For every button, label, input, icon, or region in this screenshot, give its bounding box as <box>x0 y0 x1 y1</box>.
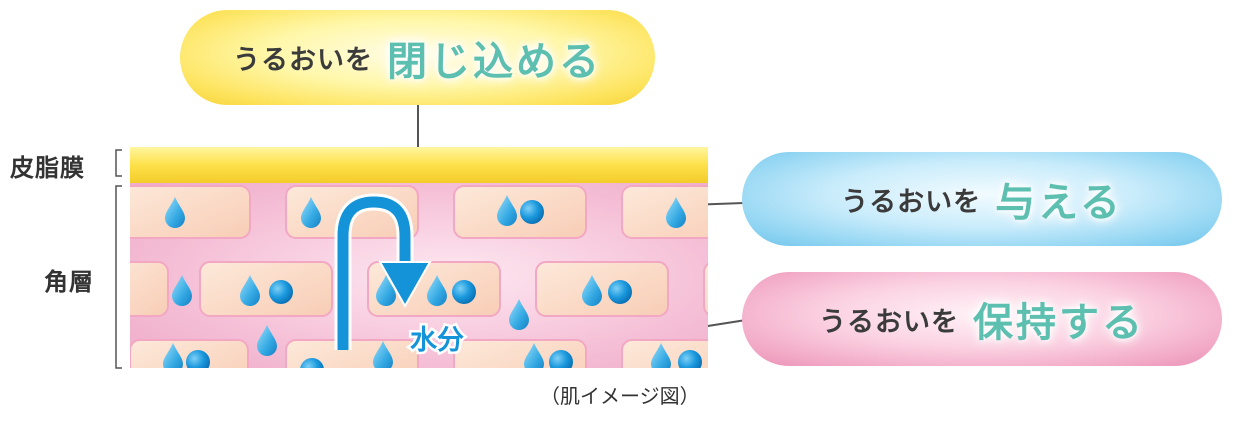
water-drop <box>666 197 686 228</box>
water-drop <box>257 325 277 356</box>
sebum-bracket <box>115 149 122 177</box>
water-drop <box>651 343 671 368</box>
water-arrow-line <box>337 196 411 350</box>
moisture-dot <box>300 358 324 368</box>
water-drop <box>373 341 393 368</box>
water-drops <box>163 195 686 368</box>
moisture-dot <box>678 350 702 368</box>
water-drop <box>427 275 447 306</box>
moisture-dot <box>549 350 573 368</box>
moisture-dot <box>269 280 293 304</box>
give-moisture-pill: うるおいを 与える <box>742 152 1222 246</box>
water-drop <box>301 197 321 228</box>
corneum-bracket <box>115 185 122 369</box>
water-drop <box>172 275 192 306</box>
water-drop <box>509 299 529 330</box>
moisture-dot <box>520 200 544 224</box>
water-drop <box>163 343 183 368</box>
pill-emphasis: 保持する <box>973 300 1145 346</box>
moisture-dot <box>608 280 632 304</box>
water-label: 水分 <box>410 325 464 356</box>
water-drop <box>524 343 544 368</box>
water-drop <box>376 275 396 306</box>
water-drop <box>165 197 185 228</box>
water-drop <box>240 275 260 306</box>
moisture-dot <box>186 350 210 368</box>
sebum-layer <box>130 147 708 183</box>
water-drop <box>497 195 517 226</box>
retain-moisture-pill: うるおいを 保持する <box>742 272 1222 366</box>
moisture-dot <box>452 280 476 304</box>
seal-moisture-pill: うるおいを 閉じ込める <box>180 10 655 105</box>
pill-prefix: うるおいを <box>233 45 373 76</box>
water-drop <box>582 275 602 306</box>
moisture-dots <box>186 200 702 368</box>
water-arrow-head <box>378 261 432 309</box>
pill-prefix: うるおいを <box>841 186 982 218</box>
pill-prefix: うるおいを <box>819 306 959 338</box>
sebum-label: 皮脂膜 <box>10 154 85 182</box>
pill-emphasis: 与える <box>995 180 1123 226</box>
image-caption: （肌イメージ図） <box>540 384 700 408</box>
pill-emphasis: 閉じ込める <box>387 38 602 85</box>
corneum-label: 角層 <box>44 268 94 296</box>
